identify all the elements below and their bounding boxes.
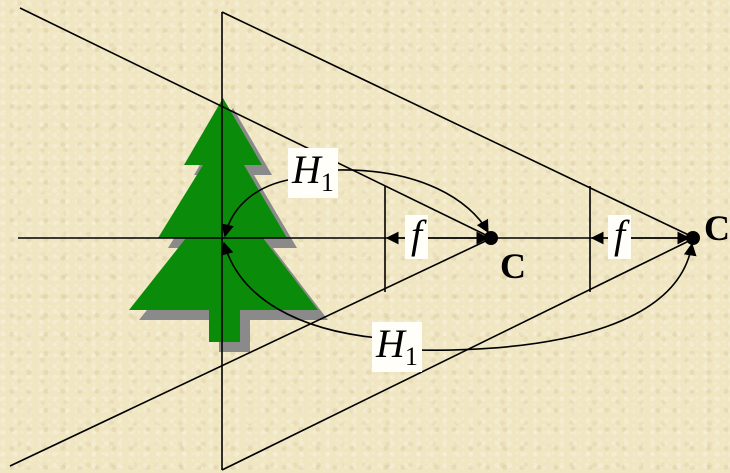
focal-length-label-right: f <box>608 215 632 259</box>
outer-ray-top <box>221 11 696 239</box>
center-label-right: C <box>704 208 730 248</box>
focal-length-label-left: f <box>405 215 429 259</box>
outer-ray-bottom <box>221 237 696 471</box>
arc-bottom-right <box>409 242 697 351</box>
construction-lines <box>9 7 696 471</box>
center-point-right <box>686 231 700 245</box>
principal-plane-label-top: H1 <box>288 148 338 198</box>
tree-object <box>129 98 318 342</box>
center-point-left <box>484 231 498 245</box>
arc-top-left <box>221 177 301 238</box>
inner-ray-bottom <box>9 237 493 467</box>
inner-ray-top <box>19 7 493 239</box>
arc-top-right <box>334 169 489 234</box>
center-label-left: C <box>500 246 526 286</box>
arc-bottom-left <box>220 241 379 339</box>
principal-plane-label-bottom: H1 <box>372 322 422 372</box>
principal-arcs <box>220 169 697 351</box>
